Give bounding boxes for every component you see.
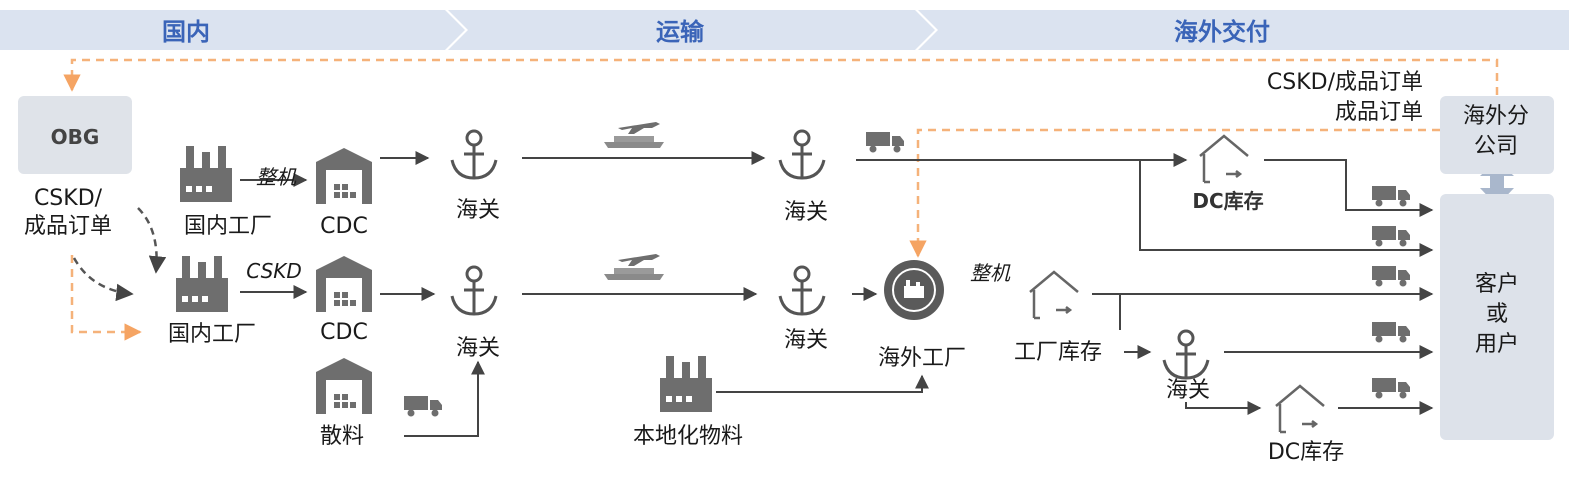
customs-label-2: 海关 — [455, 336, 501, 361]
dc-house-icon-bottom — [1274, 384, 1326, 434]
factory-stock-label: 工厂库存 — [1013, 340, 1103, 365]
overseas-branch-line1: 海外分 — [1462, 104, 1530, 129]
anchor-icon-1 — [450, 129, 498, 180]
plane-ship-icon-mid — [604, 254, 664, 280]
truck-icon-r5 — [1372, 378, 1410, 399]
factory-icon-top — [180, 146, 232, 202]
phase-band-transport — [448, 10, 935, 50]
cskd-left-line1: CSKD/ — [33, 186, 103, 211]
customer-line3: 用户 — [1474, 332, 1520, 357]
obg-label: OBG — [50, 125, 100, 149]
customer-box — [1440, 194, 1554, 440]
overseas-factory-gear-icon — [884, 260, 944, 320]
phase-domestic: 国内 — [162, 18, 210, 46]
warehouse-icon-bulk — [316, 358, 372, 414]
bulk-label: 散料 — [319, 424, 365, 449]
truck-icon-bulk — [404, 396, 442, 417]
dashed-return-line — [63, 58, 1499, 95]
cdc-mid-label: CDC — [320, 320, 368, 345]
truck-icon-r3 — [1372, 266, 1410, 287]
factory-icon-local — [660, 356, 712, 412]
warehouse-icon-mid — [316, 256, 372, 312]
factory-stock-house-icon — [1028, 270, 1080, 320]
cskd-right-line2: 成品订单 — [1334, 100, 1423, 125]
cskd-right-line1: CSKD/成品订单 — [1266, 70, 1423, 95]
customs-label-1: 海关 — [455, 198, 501, 223]
anchor-icon-3 — [778, 129, 826, 180]
cskd-left-line2: 成品订单 — [23, 214, 113, 239]
local-material-label: 本地化物料 — [632, 424, 744, 449]
customs-label-4: 海关 — [783, 328, 829, 353]
dashed-branch-to-factory — [909, 128, 1440, 258]
overseas-branch-box — [1440, 96, 1554, 174]
dc-stock-top-label: DC库存 — [1192, 189, 1264, 213]
obg-box — [18, 96, 132, 174]
edge-label-whole-unit-top: 整机 — [256, 165, 296, 189]
dashed-order-to-factory — [70, 255, 142, 341]
anchor-icon-4 — [778, 265, 826, 316]
truck-icon-r1 — [1372, 186, 1410, 207]
phase-overseas: 海外交付 — [1174, 18, 1270, 46]
dc-stock-bottom-label: DC库存 — [1267, 440, 1345, 465]
truck-icon-top — [866, 132, 904, 153]
overseas-factory-label: 海外工厂 — [877, 346, 967, 371]
factory-icon-mid — [176, 256, 228, 312]
anchor-icon-5 — [1162, 329, 1210, 380]
truck-icon-r4 — [1372, 322, 1410, 343]
edge-label-whole-unit-overseas: 整机 — [970, 261, 1010, 285]
phase-transport: 运输 — [656, 18, 704, 46]
overseas-branch-line2: 公司 — [1473, 134, 1519, 159]
cdc-top-label: CDC — [320, 214, 368, 239]
customer-line1: 客户 — [1474, 272, 1520, 297]
warehouse-icon-top — [316, 148, 372, 204]
plane-ship-icon-top — [604, 122, 664, 148]
dc-house-icon-top — [1198, 134, 1250, 184]
customer-line2: 或 — [1485, 302, 1509, 327]
anchor-icon-2 — [450, 265, 498, 316]
customs-label-3: 海关 — [783, 200, 829, 225]
customs-label-5: 海关 — [1165, 378, 1211, 403]
phase-band-domestic — [0, 10, 465, 50]
truck-icon-r2 — [1372, 226, 1410, 247]
factory-mid-label: 国内工厂 — [167, 322, 257, 347]
phase-band-overseas — [918, 10, 1569, 50]
edge-label-cskd: CSKD — [246, 259, 302, 283]
factory-top-label: 国内工厂 — [183, 214, 273, 239]
